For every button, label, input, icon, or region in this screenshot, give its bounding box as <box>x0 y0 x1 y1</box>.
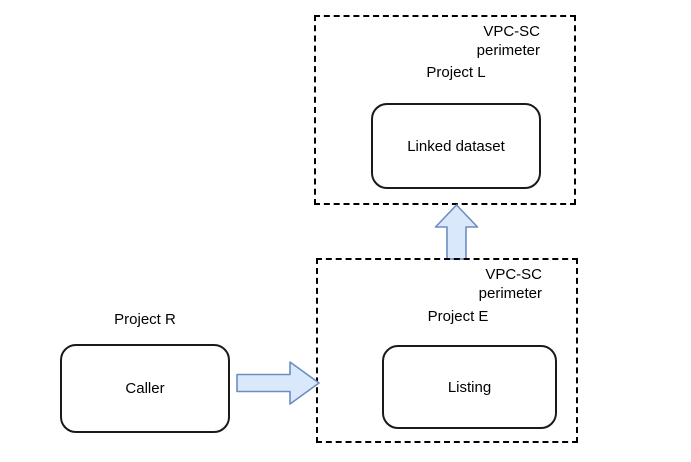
node-linked-dataset[interactable]: Linked dataset <box>371 103 541 189</box>
arrow-right-shape <box>236 361 320 405</box>
arrow-caller-to-listing <box>236 361 320 405</box>
project-label-r: Project R <box>114 311 176 328</box>
node-listing[interactable]: Listing <box>382 345 557 429</box>
node-caller[interactable]: Caller <box>60 344 230 433</box>
node-listing-label: Listing <box>447 378 492 396</box>
arrow-listing-to-linked-dataset <box>434 204 479 260</box>
perimeter-label-project-l: VPC-SC perimeter <box>476 23 540 59</box>
project-label-l: Project L <box>426 64 486 81</box>
arrow-up-shape <box>434 204 479 260</box>
vpc-sc-perimeter-project-l <box>314 15 576 205</box>
node-caller-label: Caller <box>125 380 165 397</box>
perimeter-label-project-e: VPC-SC perimeter <box>478 266 542 302</box>
project-label-e: Project E <box>427 308 489 325</box>
vpc-sc-perimeter-project-e <box>316 258 578 443</box>
node-linked-dataset-label: Linked dataset <box>407 137 505 155</box>
